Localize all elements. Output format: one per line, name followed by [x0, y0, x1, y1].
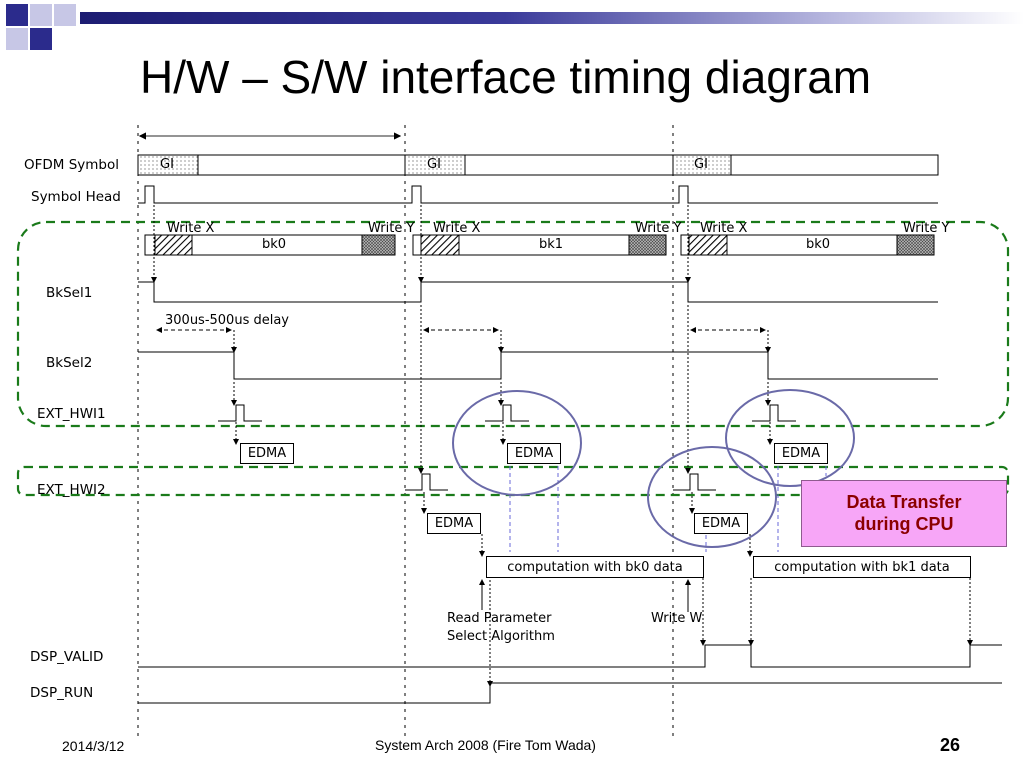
trigger-arrows — [151, 205, 973, 687]
ext-hwi1-wave — [218, 404, 796, 422]
edma-box-4: EDMA — [427, 513, 481, 534]
write-x-label-1: Write X — [167, 221, 215, 236]
highlight-circles — [452, 389, 855, 548]
logo — [0, 0, 80, 60]
label-dsp-valid: DSP_VALID — [30, 649, 104, 665]
dsp-valid-wave — [138, 644, 1002, 668]
hw-group-outline — [16, 220, 1010, 428]
write-y-label-1: Write Y — [368, 221, 415, 236]
symbol-head-wave — [138, 185, 938, 204]
write-y-label-3: Write Y — [903, 221, 950, 236]
label-ext-hwi2: EXT_HWI2 — [37, 482, 106, 498]
callout-line-2: during CPU — [854, 514, 954, 534]
data-transfer-callout: Data Transfer during CPU — [801, 480, 1007, 547]
footer-center: System Arch 2008 (Fire Tom Wada) — [375, 737, 596, 753]
label-bksel1: BkSel1 — [46, 285, 93, 301]
dsp-run-wave — [138, 682, 1002, 704]
label-ext-hwi1: EXT_HWI1 — [37, 406, 106, 422]
read-parameter-label: Read Parameter — [447, 611, 552, 626]
label-bksel2: BkSel2 — [46, 355, 93, 371]
gi-label-3: GI — [694, 157, 708, 172]
buffer-row — [144, 234, 935, 256]
bank-label-2: bk1 — [539, 237, 564, 252]
gi-label-1: GI — [160, 157, 174, 172]
write-x-label-3: Write X — [700, 221, 748, 236]
cycle-markers — [137, 125, 674, 740]
select-algorithm-label: Select Algorithm — [447, 629, 555, 644]
bksel2-wave — [138, 351, 938, 380]
footer-date: 2014/3/12 — [62, 738, 125, 754]
page-number: 26 — [940, 735, 961, 755]
write-y-label-2: Write Y — [635, 221, 682, 236]
bksel1-wave — [138, 281, 938, 303]
computation-box-bk1: computation with bk1 data — [753, 556, 971, 578]
write-x-label-2: Write X — [433, 221, 481, 236]
gi-label-2: GI — [427, 157, 441, 172]
callout-line-1: Data Transfer — [846, 492, 962, 512]
edma-guides — [509, 466, 827, 552]
annotation-pointers — [479, 579, 691, 612]
write-w-label: Write W — [651, 611, 703, 626]
bank-label-1: bk0 — [262, 237, 287, 252]
slide-title: H/W – S/W interface timing diagram — [140, 51, 872, 103]
edma-box-5: EDMA — [694, 513, 748, 534]
computation-box-bk0: computation with bk0 data — [486, 556, 704, 578]
bank-label-3: bk0 — [806, 237, 831, 252]
title-bar — [80, 12, 1024, 24]
edma-box-1: EDMA — [240, 443, 294, 464]
delay-label: 300us-500us delay — [165, 313, 289, 328]
ext-hwi2-wave — [405, 473, 716, 491]
label-ofdm-symbol: OFDM Symbol — [24, 157, 120, 173]
label-dsp-run: DSP_RUN — [30, 685, 94, 701]
label-symbol-head: Symbol Head — [31, 189, 121, 205]
ofdm-symbol-row — [137, 154, 939, 176]
edma-box-2: EDMA — [507, 443, 561, 464]
edma-box-3: EDMA — [774, 443, 828, 464]
